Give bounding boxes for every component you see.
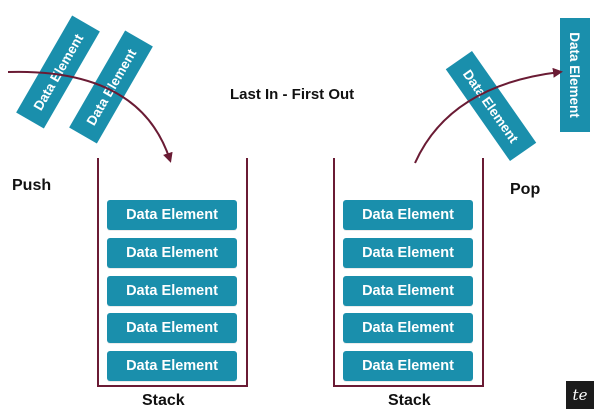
stack-left-element-5: Data Element xyxy=(107,351,237,381)
stack-left-label: Stack xyxy=(142,392,185,409)
push-label: Push xyxy=(12,177,52,194)
stack-right-element-5: Data Element xyxy=(343,351,473,381)
stack-left-element-4: Data Element xyxy=(107,313,237,343)
pop-arrow xyxy=(414,67,563,164)
stack-left-element-1: Data Element xyxy=(107,200,237,230)
stack-right-element-2: Data Element xyxy=(343,238,473,268)
diagram-title: Last In - First Out xyxy=(230,86,355,103)
stack-left-element-3: Data Element xyxy=(107,276,237,306)
logo: te xyxy=(566,381,594,409)
stack-container-left xyxy=(97,158,248,387)
push-arrow xyxy=(7,70,173,163)
stack-left-element-2: Data Element xyxy=(107,238,237,268)
stack-right-label: Stack xyxy=(388,392,431,409)
pop-label: Pop xyxy=(510,181,541,198)
stack-right-element-4: Data Element xyxy=(343,313,473,343)
stack-container-right xyxy=(333,158,484,387)
stack-right-element-3: Data Element xyxy=(343,276,473,306)
stack-right-element-1: Data Element xyxy=(343,200,473,230)
